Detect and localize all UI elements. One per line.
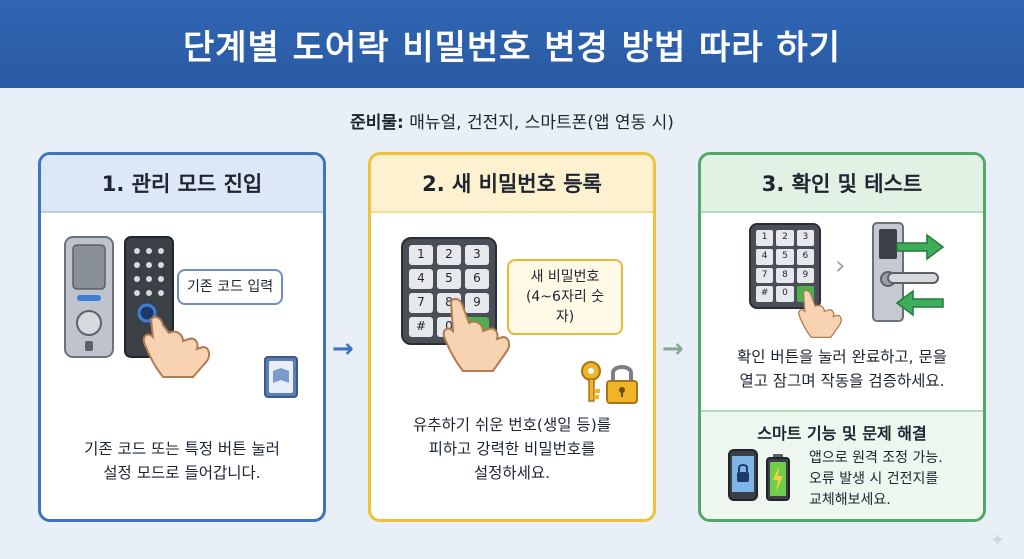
step-2-text-line-2: 피하고 강력한 비밀번호를 [428,440,596,458]
smart-features-text: 앱으로 원격 조정 가능. 오류 발생 시 건전지를 교체해보세요. [809,448,943,511]
step-1-text-line-1: 기존 코드 또는 특정 버튼 눌러 [84,440,280,458]
step-card-3: 3. 확인 및 테스트 1 2 3 4 5 6 7 8 9 # 0 › 확인 버… [698,152,986,522]
keypad-key: 1 [756,230,774,246]
smart-features-title: 스마트 기능 및 문제 해결 [757,424,927,443]
keypad-key: 6 [465,269,489,289]
step-3-title: 3. 확인 및 테스트 [701,155,983,213]
preparation-line: 준비물: 매뉴얼, 건전지, 스마트폰(앱 연동 시) [0,108,1024,133]
step-1-title: 1. 관리 모드 진입 [41,155,323,213]
step-2-title: 2. 새 비밀번호 등록 [371,155,653,213]
step-1-text-line-2: 설정 모드로 들어갑니다. [103,464,261,482]
step-3-text-line-2: 열고 잠그며 작동을 검증하세요. [739,372,945,390]
keypad-key: 2 [437,245,461,265]
door-lock-icon [64,236,211,378]
manual-book-icon [264,356,298,398]
step-card-2: 2. 새 비밀번호 등록 1 2 3 4 5 6 7 8 9 # 0 새 비밀번… [368,152,656,522]
smart-features-box: 스마트 기능 및 문제 해결 앱으로 원격 조정 가능. 오류 발생 시 건전지… [701,410,983,519]
key-lock-icon [581,361,638,404]
new-password-bubble-line-1: 새 비밀번호 [530,269,600,285]
keypad-key: 3 [465,245,489,265]
keypad-key: 7 [756,267,774,284]
step-card-1: 1. 관리 모드 진입 기존 코드 입력 기존 코드 또는 특정 버튼 눌러 설… [38,152,326,522]
pointing-hand-icon [798,289,842,339]
keypad-key: 5 [776,248,794,265]
keypad-key: 0 [776,286,794,302]
keypad-key: 1 [409,245,433,265]
keypad-key: 3 [796,230,814,246]
header-banner: 단계별 도어락 비밀번호 변경 방법 따라 하기 [0,0,1024,88]
keypad-key: 4 [409,269,433,289]
sparkle-icon: ✦ [990,530,1006,551]
smart-features-line-1: 앱으로 원격 조정 가능. [809,450,943,466]
step-1-description: 기존 코드 또는 특정 버튼 눌러 설정 모드로 들어갑니다. [41,437,323,485]
keypad-key: 9 [465,293,489,313]
step-2-text-line-3: 설정하세요. [473,464,551,482]
step-3-text-line-1: 확인 버튼을 눌러 완료하고, 문을 [736,348,948,366]
smart-features-line-3: 교체해보세요. [809,492,891,508]
keypad-key: 4 [756,248,774,265]
keypad-key: 7 [409,293,433,313]
preparation-items: 매뉴얼, 건전지, 스마트폰(앱 연동 시) [403,113,674,133]
door-handle-icon [872,222,945,322]
smartphone-lock-icon [728,449,758,501]
new-password-bubble: 새 비밀번호 (4~6자리 숫자) [507,259,623,335]
existing-code-bubble: 기존 코드 입력 [177,269,284,305]
battery-icon [766,454,790,501]
keypad-key: 6 [796,248,814,265]
step-arrow-1: → [332,334,354,364]
existing-code-bubble-text: 기존 코드 입력 [187,279,274,295]
keypad-key: 5 [437,269,461,289]
step-2-text-line-1: 유추하기 쉬운 번호(생일 등)를 [413,416,611,434]
keypad-key: 9 [796,267,814,284]
keypad-key: # [409,317,433,337]
keypad-key: 2 [776,230,794,246]
keypad-key: # [756,286,774,302]
new-password-bubble-line-2: (4~6자리 숫자) [525,289,605,325]
step-2-description: 유추하기 쉬운 번호(생일 등)를 피하고 강력한 비밀번호를 설정하세요. [371,413,653,485]
chevron-right-icon: › [835,251,846,281]
pointing-hand-icon [442,298,511,372]
keypad-key: 8 [776,267,794,284]
step-3-description: 확인 버튼을 눌러 완료하고, 문을 열고 잠그며 작동을 검증하세요. [701,345,983,393]
step-arrow-2: → [662,334,684,364]
page-title: 단계별 도어락 비밀번호 변경 방법 따라 하기 [182,27,842,68]
preparation-label: 준비물: [350,113,404,133]
smart-features-line-2: 오류 발생 시 건전지를 [809,471,939,487]
